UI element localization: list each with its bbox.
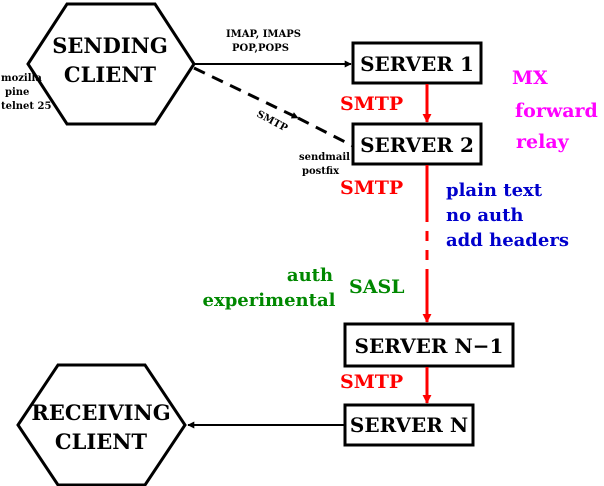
imap-label: IMAP, IMAPS xyxy=(226,29,301,40)
receiving-client-label-line1: RECEIVING xyxy=(31,400,170,425)
relay-label: relay xyxy=(516,131,570,153)
server-2-box xyxy=(351,122,483,166)
receiving-client-label-line2: CLIENT xyxy=(55,429,148,454)
plain-text-label: plain text xyxy=(446,180,543,201)
mta-sendmail-label: sendmail xyxy=(299,152,350,163)
smtp-label-2: SMTP xyxy=(340,177,403,199)
server-1-label: SERVER 1 xyxy=(360,52,474,76)
add-headers-label: add headers xyxy=(446,230,569,251)
server-n-minus-1-box xyxy=(343,322,515,368)
pop-label: POP,POPS xyxy=(232,43,289,54)
client-programs-telnet: telnet 25 xyxy=(1,101,51,112)
client-programs-mozilla: mozilla xyxy=(1,73,42,84)
server-n-minus-1-label: SERVER N−1 xyxy=(355,334,504,358)
smtp-label-1: SMTP xyxy=(340,93,403,115)
server-n-label: SERVER N xyxy=(350,413,468,437)
server-1-box xyxy=(351,41,483,85)
server-2-label: SERVER 2 xyxy=(360,133,474,157)
mx-label: MX xyxy=(512,67,548,89)
smtp-dashed-arrow-part1 xyxy=(193,66,299,120)
mta-postfix-label: postfix xyxy=(302,166,340,177)
server-n-box xyxy=(343,403,475,447)
client-programs-pine: pine xyxy=(5,87,29,98)
no-auth-label: no auth xyxy=(446,205,524,226)
sending-client-label-line2: CLIENT xyxy=(64,62,157,87)
smtp-dashed-arrow-part2 xyxy=(297,116,354,148)
forward-label: forward xyxy=(515,100,598,122)
experimental-label: experimental xyxy=(203,290,336,311)
auth-label: auth xyxy=(287,265,333,286)
sending-client-label-line1: SENDING xyxy=(52,33,168,58)
receiving-client-hexagon xyxy=(16,363,187,486)
smtp-label-3: SMTP xyxy=(340,371,403,393)
sasl-label: SASL xyxy=(349,276,405,298)
